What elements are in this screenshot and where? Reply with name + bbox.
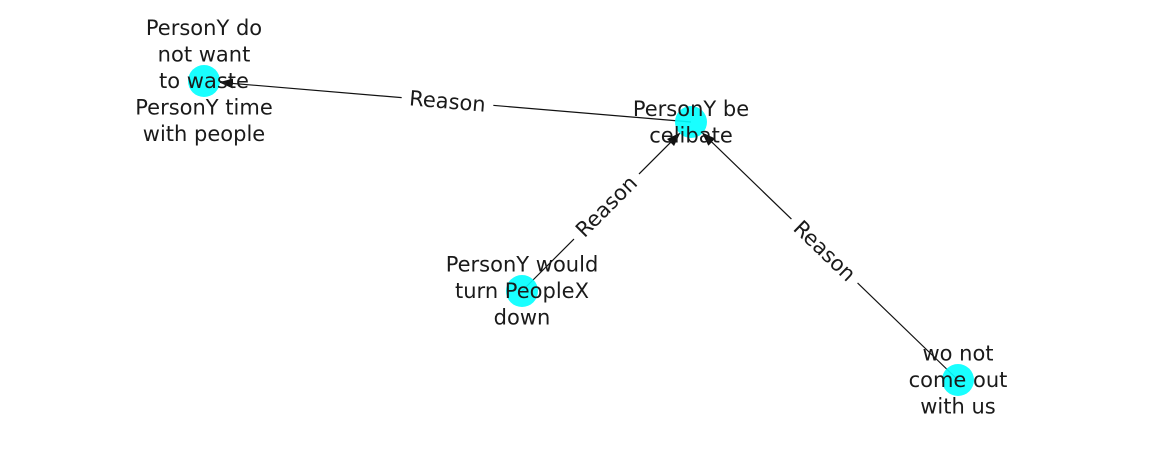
node-label-n4-line-1: come out xyxy=(909,368,1008,392)
edge-label-group-2: Reason xyxy=(781,208,868,294)
node-label-n1-line-2: to waste xyxy=(159,69,249,93)
node-n4 xyxy=(942,364,974,396)
node-label-n1-line-1: not want xyxy=(158,43,251,67)
node-label-n2-line-0: PersonY be xyxy=(633,97,749,121)
node-label-n1-line-0: PersonY do xyxy=(146,16,262,40)
node-label-n4-line-0: wo not xyxy=(922,342,993,366)
edge-label-group-0: Reason xyxy=(400,83,495,120)
edge-label-background xyxy=(400,83,495,120)
edge-label: Reason xyxy=(571,171,642,242)
edge-label-background xyxy=(781,208,868,294)
node-n3 xyxy=(506,275,538,307)
node-n2 xyxy=(675,106,707,138)
edge-label-group-1: Reason xyxy=(564,164,649,249)
node-label-n1-line-3: PersonY time xyxy=(135,96,273,120)
node-label-n3-line-0: PersonY would xyxy=(446,253,599,277)
edge-label: Reason xyxy=(789,216,861,286)
node-label-n1-line-4: with people xyxy=(143,122,265,146)
node-label-n2-line-1: celibate xyxy=(649,123,733,147)
node-label-n4-line-2: with us xyxy=(920,395,995,419)
edge-label-background xyxy=(564,164,649,249)
node-n1 xyxy=(188,65,220,97)
node-label-n3-line-2: down xyxy=(494,306,551,330)
node-label-n3-line-1: turn PeopleX xyxy=(455,279,589,303)
